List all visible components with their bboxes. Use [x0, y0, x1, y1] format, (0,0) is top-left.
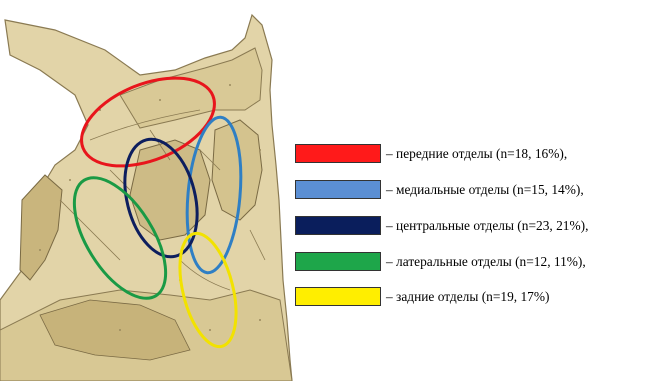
- legend-item-medial: – медиальные отделы (n=15, 14%),: [295, 180, 645, 202]
- legend-swatch: [295, 287, 381, 306]
- legend-item-anterior: – передние отделы (n=18, 16%),: [295, 144, 645, 166]
- legend-swatch: [295, 180, 381, 199]
- legend-label: – передние отделы (n=18, 16%),: [386, 145, 567, 163]
- legend-swatch: [295, 216, 381, 235]
- legend-label: – задние отделы (n=19, 17%): [386, 288, 550, 306]
- legend-label: – медиальные отделы (n=15, 14%),: [386, 181, 584, 199]
- legend-label: – латеральные отделы (n=12, 11%),: [386, 253, 586, 271]
- legend-item-lateral: – латеральные отделы (n=12, 11%),: [295, 252, 645, 274]
- legend-swatch: [295, 252, 381, 271]
- bone-illustration: [0, 15, 292, 381]
- legend-label: – центральные отделы (n=23, 21%),: [386, 217, 588, 235]
- legend-item-central: – центральные отделы (n=23, 21%),: [295, 216, 645, 238]
- legend-item-posterior: – задние отделы (n=19, 17%): [295, 287, 645, 309]
- legend-swatch: [295, 144, 381, 163]
